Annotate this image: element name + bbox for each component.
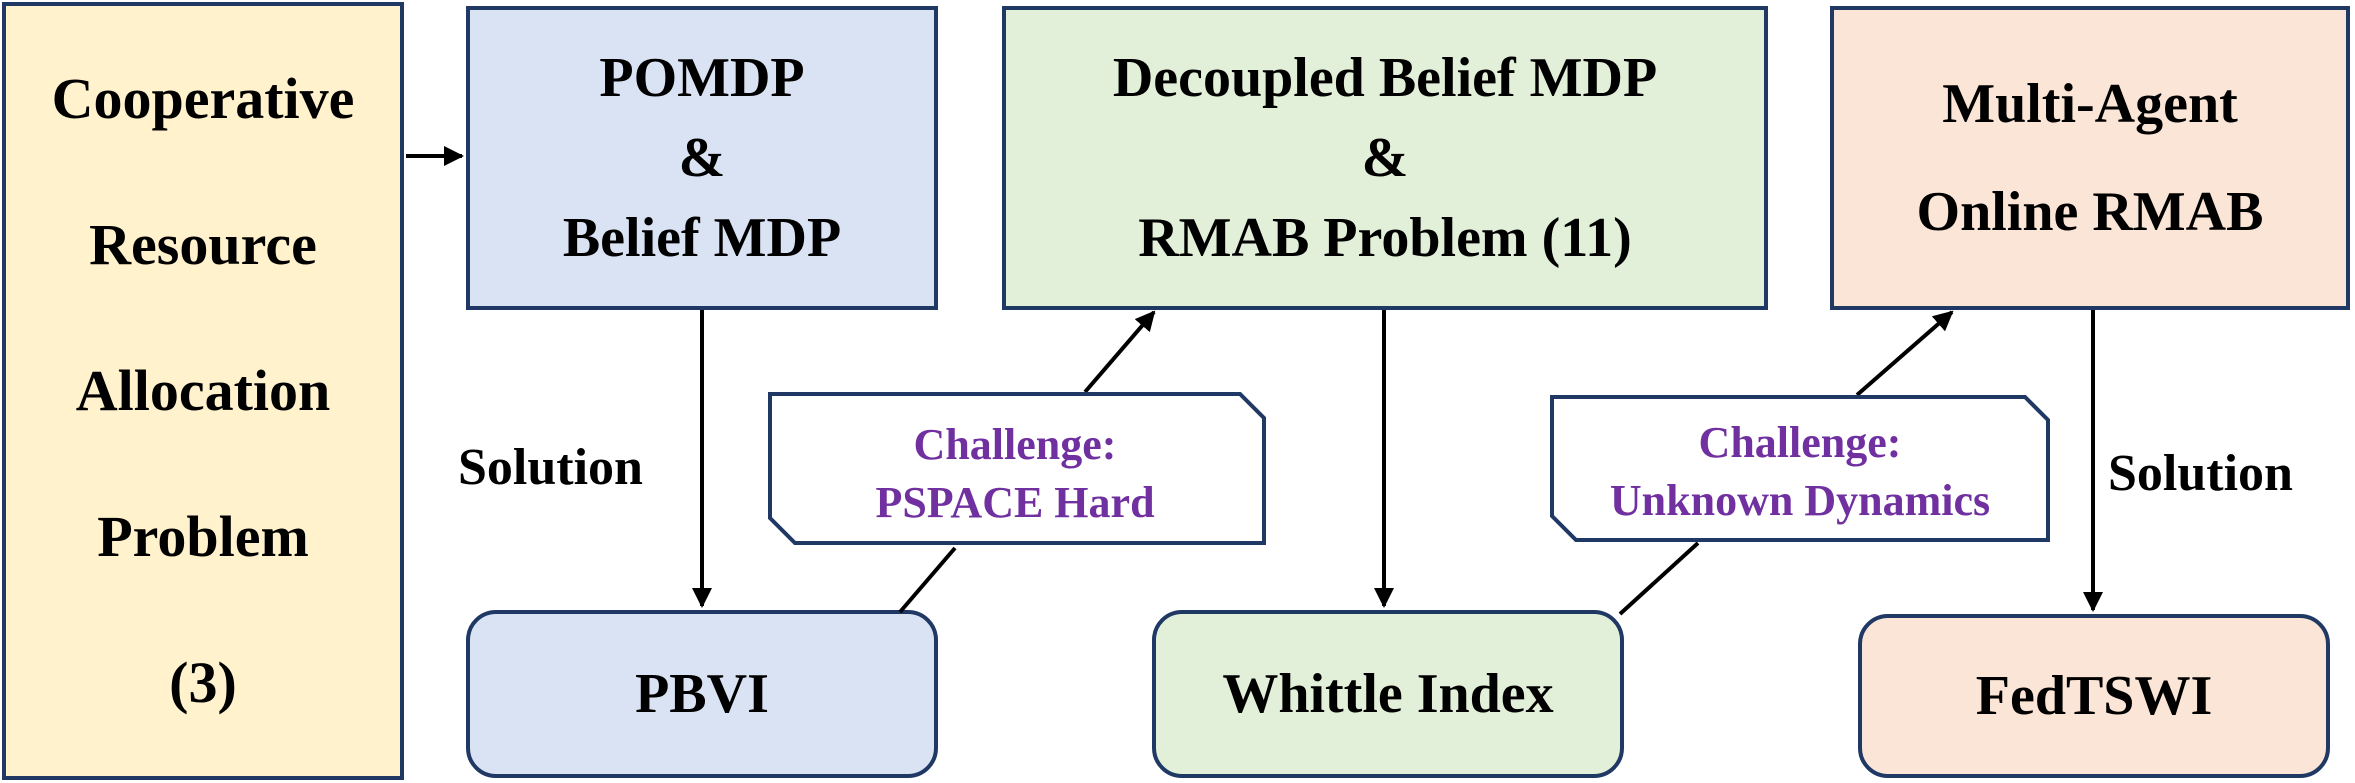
- challenge-left-text: Challenge: PSPACE Hard: [780, 416, 1250, 532]
- pomdp-belief-mdp-box: POMDP & Belief MDP: [466, 6, 938, 310]
- whittle-index-label: Whittle Index: [1222, 663, 1554, 725]
- challenge-callout-right: [1550, 395, 2050, 542]
- pomdp-line-1: POMDP: [599, 47, 805, 109]
- challenge-right-line-2: Unknown Dynamics: [1609, 476, 1991, 525]
- multi-agent-online-rmab-box: Multi-Agent Online RMAB: [1830, 6, 2350, 310]
- decoupled-line-3: RMAB Problem (11): [1138, 207, 1632, 269]
- solution-label-left: Solution: [458, 439, 643, 496]
- arrow-challenge-to-multiagent: [1855, 310, 1954, 397]
- pbvi-box: PBVI: [466, 610, 938, 778]
- fedtswi-box: FedTSWI: [1858, 614, 2330, 778]
- challenge-callout-left: [768, 392, 1266, 545]
- pbvi-label: PBVI: [635, 663, 769, 725]
- decoupled-belief-mdp-box: Decoupled Belief MDP & RMAB Problem (11): [1002, 6, 1768, 310]
- decoupled-line-1: Decoupled Belief MDP: [1112, 47, 1658, 109]
- challenge-right-text: Challenge: Unknown Dynamics: [1560, 414, 2040, 530]
- problem-line-4: Problem: [97, 504, 309, 569]
- problem-line-3: Allocation: [75, 358, 331, 423]
- problem-line-2: Resource: [89, 212, 317, 277]
- cooperative-resource-allocation-box: Cooperative Resource Allocation Problem …: [2, 2, 404, 780]
- decoupled-line-2: &: [1361, 127, 1409, 189]
- connector-whittle-to-challenge: [1618, 541, 1700, 616]
- multiagent-line-2: Online RMAB: [1916, 181, 2264, 243]
- multiagent-line-1: Multi-Agent: [1942, 73, 2238, 135]
- whittle-index-box: Whittle Index: [1152, 610, 1624, 778]
- problem-line-5: (3): [169, 650, 237, 715]
- pomdp-line-3: Belief MDP: [562, 207, 842, 269]
- solution-label-right: Solution: [2108, 445, 2293, 502]
- pomdp-line-2: &: [678, 127, 726, 189]
- problem-line-1: Cooperative: [51, 66, 355, 131]
- fedtswi-label: FedTSWI: [1975, 665, 2213, 727]
- connector-pbvi-to-challenge: [898, 546, 957, 614]
- arrow-challenge-to-decoupled: [1083, 310, 1156, 394]
- challenge-left-line-1: Challenge:: [913, 420, 1117, 469]
- challenge-right-line-1: Challenge:: [1698, 418, 1902, 467]
- challenge-left-line-2: PSPACE Hard: [875, 478, 1155, 527]
